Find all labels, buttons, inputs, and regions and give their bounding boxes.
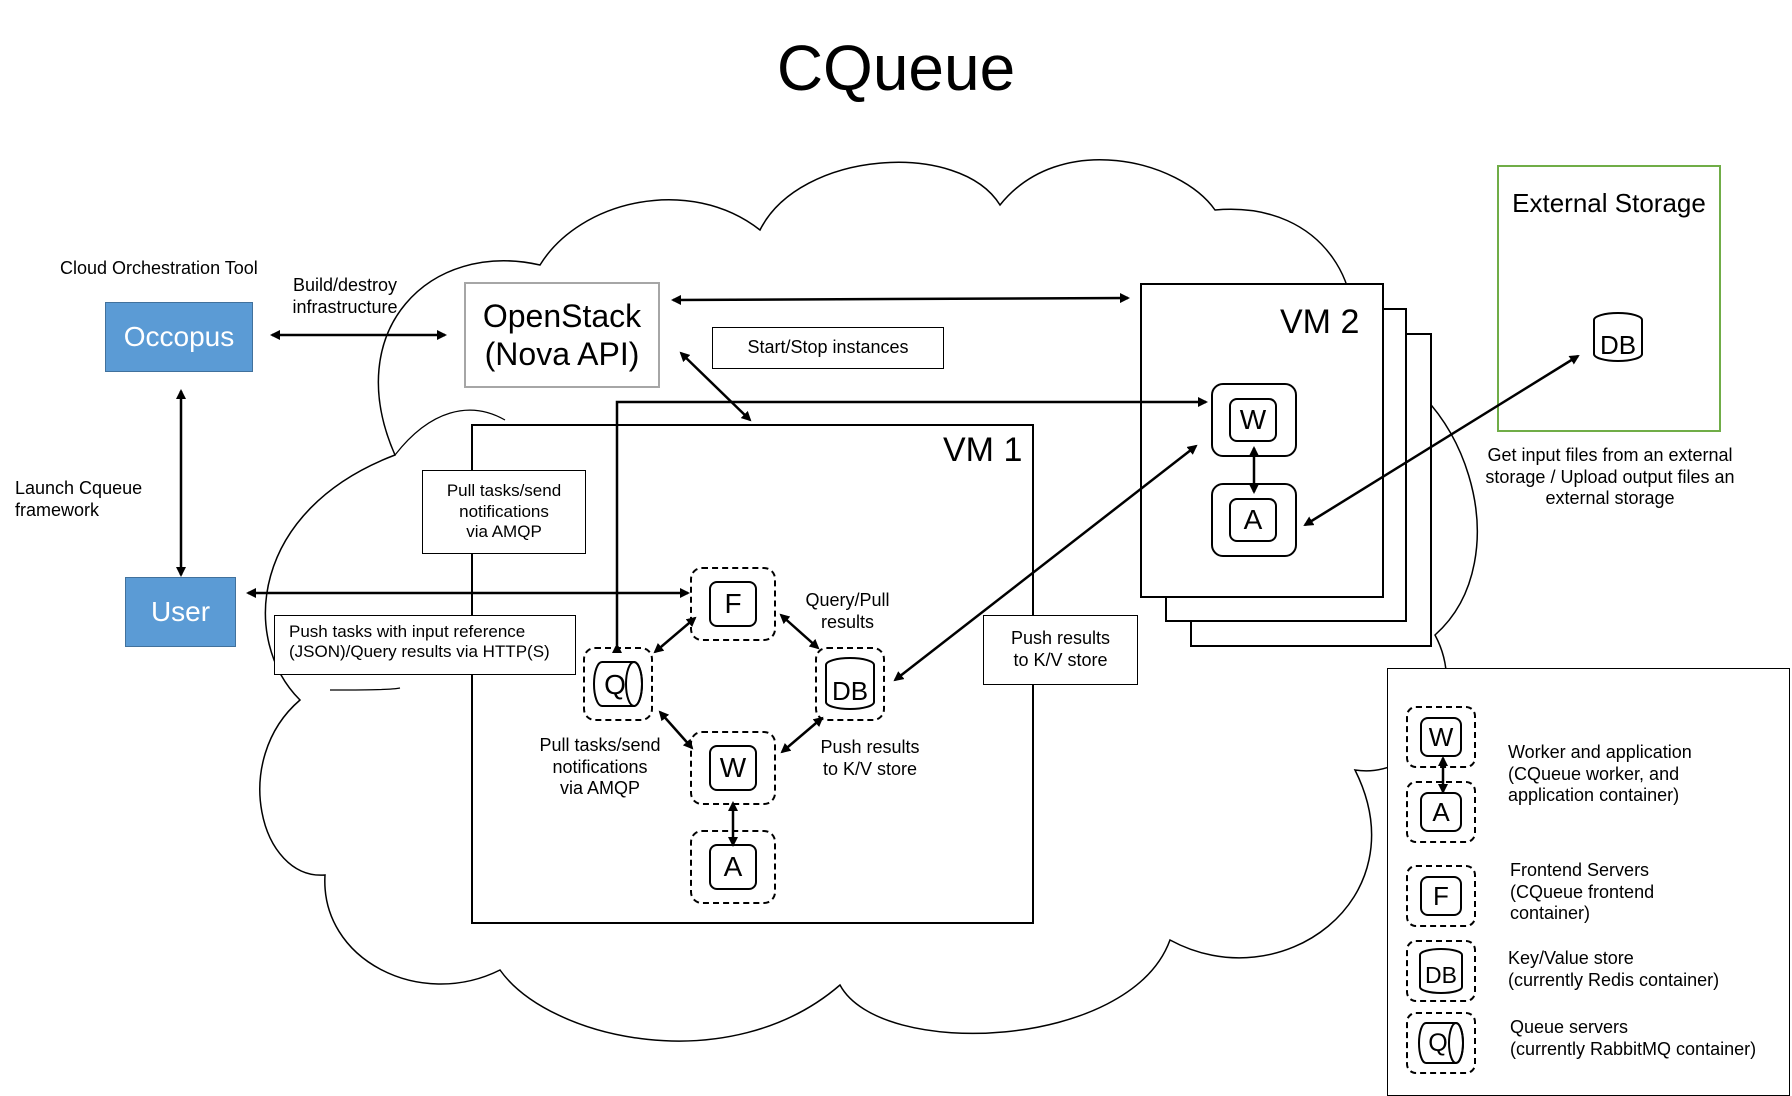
legend-queue-text: Queue servers (currently RabbitMQ contai… xyxy=(1510,1017,1757,1059)
legend-frontend-label: Frontend Servers (CQueue frontend contai… xyxy=(1510,860,1655,924)
legend-db-label: DB xyxy=(1425,962,1457,988)
user-node: User xyxy=(125,577,236,647)
vm1-db-icon xyxy=(825,657,875,710)
arrow-q-f xyxy=(653,616,697,654)
external-db-label: DB xyxy=(1599,330,1637,360)
arrow-external-db-app xyxy=(1303,354,1580,527)
legend-queue-label: Q xyxy=(1428,1029,1448,1057)
pull-tasks-label-box: Pull tasks/send notifications via AMQP xyxy=(422,470,586,554)
legend-worker-arrow xyxy=(1438,756,1448,794)
push-tasks-label-box: Push tasks with input reference (JSON)/Q… xyxy=(274,615,576,675)
legend-queue-icon xyxy=(1418,1022,1464,1064)
vm1-queue-icon xyxy=(593,661,643,707)
arrow-openstack-vm2 xyxy=(671,293,1130,305)
vm1-app: A xyxy=(709,844,757,890)
build-destroy-label: Build/destroy infrastructure xyxy=(292,275,398,317)
legend-worker: W xyxy=(1420,717,1462,757)
occopus-node: Occopus xyxy=(105,302,253,372)
vm2-label: VM 2 xyxy=(1280,303,1360,341)
openstack-label: OpenStack (Nova API) xyxy=(482,297,642,372)
launch-label: Launch Cqueue framework xyxy=(15,478,143,520)
vm1-queue-label: Q xyxy=(604,669,626,700)
legend-worker-label: Worker and application (CQueue worker, a… xyxy=(1508,742,1692,806)
external-db-icon xyxy=(1593,312,1643,362)
legend-db-icon xyxy=(1419,948,1463,994)
arrow-db-w xyxy=(780,716,824,754)
occopus-caption: Cloud Orchestration Tool xyxy=(60,258,258,278)
arrow-vm2-worker-db xyxy=(893,444,1198,682)
legend-app: A xyxy=(1420,792,1462,832)
arrow-q-w xyxy=(658,710,694,750)
external-storage-label: External Storage xyxy=(1512,188,1706,218)
start-stop-label: Start/Stop instances xyxy=(747,337,909,358)
legend-kv-label: Key/Value store (currently Redis contain… xyxy=(1508,948,1720,990)
start-stop-label-box: Start/Stop instances xyxy=(712,327,944,369)
arrow-f-db xyxy=(779,613,820,650)
page-title: CQueue xyxy=(776,32,1016,104)
pull-tasks-inner-label: Pull tasks/send notifications via AMQP xyxy=(539,735,661,799)
vm2-worker-frame xyxy=(1211,383,1297,457)
vm2-app: A xyxy=(1229,498,1277,542)
external-storage-box xyxy=(1497,165,1721,432)
openstack-node: OpenStack (Nova API) xyxy=(464,282,660,388)
vm2-worker: W xyxy=(1229,398,1277,442)
vm1-db-label: DB xyxy=(831,676,869,706)
arrow-queue-vm2-worker xyxy=(612,397,1208,653)
legend-frontend: F xyxy=(1420,876,1462,916)
push-results-inner-label: Push results to K/V store xyxy=(820,737,920,779)
vm1-worker: W xyxy=(709,745,757,791)
push-tasks-label: Push tasks with input reference (JSON)/Q… xyxy=(289,622,550,662)
pull-tasks-label: Pull tasks/send notifications via AMQP xyxy=(446,481,562,542)
arrow-openstack-vm1 xyxy=(679,351,752,422)
